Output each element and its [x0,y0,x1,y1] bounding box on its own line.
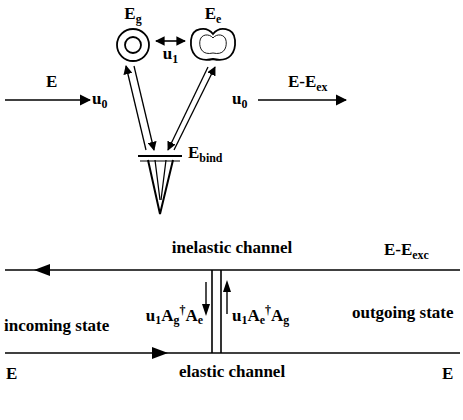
text-run: bind [199,151,222,165]
arrowhead [223,280,231,292]
diagram-label: u0 [232,89,247,114]
coupling-line [220,270,222,353]
text-run: u [146,306,155,325]
coupling-label: u1 [163,44,178,69]
diagram-label: Ebind [188,143,223,168]
text-run: † [179,303,185,317]
text-run: 1 [172,52,178,66]
coupling-arrow [168,67,208,150]
incoming-beam [5,99,90,101]
diagram-label: u1Ag†Ae [146,300,203,330]
text-run: e [216,12,221,26]
state-label: Eg [111,4,155,29]
text-run: A [271,306,283,325]
diagram-label: E-Eex [288,72,328,97]
arrowhead [152,347,168,359]
coupling-arrow [174,67,215,150]
text-run: A [247,306,259,325]
binding-level [140,161,180,162]
text-run: u [232,89,241,108]
state-label: Ee [186,4,240,29]
orbital-shape [111,26,155,66]
diagram-label: inelastic channel [172,238,292,258]
text-run: † [265,303,271,317]
text-run: E [205,4,216,23]
text-run: 0 [101,97,107,111]
binding-level [138,155,182,157]
tip [148,160,173,214]
text-run: u [92,89,101,108]
text-run: e [260,313,265,327]
outgoing-beam [258,99,346,101]
orbital-shape [186,26,240,66]
orbital-outline [200,35,227,54]
diagram-label: E [6,364,17,384]
orbital-outline [125,37,141,53]
text-run: g [174,313,180,327]
text-run: A [185,306,197,325]
coupling-arrow [126,66,146,150]
tip [155,160,160,200]
diagram-label: elastic channel [179,362,285,382]
text-run: E [124,4,135,23]
text-run: 1 [241,313,247,327]
text-run: 1 [155,313,161,327]
coupling-arrow [156,40,185,42]
text-run: g [136,12,142,26]
diagram-label: incoming state [4,316,109,336]
inelastic-line [5,269,460,271]
coupling-line [211,270,213,353]
text-run: E-E [288,72,316,91]
text-run: g [283,313,289,327]
text-run: 0 [241,97,247,111]
diagram-label: E [46,72,57,92]
orbital-outline [117,29,149,61]
diagram-label: u1Ae†Ag [232,300,289,330]
text-run: e [198,313,203,327]
tip [161,160,166,200]
text-run: E-E [384,240,412,259]
diagram-label: E [442,364,453,384]
text-run: u [232,306,241,325]
elastic-line [5,352,460,354]
text-run: A [161,306,173,325]
diagram-label: outgoing state [352,303,454,323]
text-run: ex [316,80,327,94]
coupling-arrow [134,66,154,150]
text-run: exc [412,248,429,262]
ground-state-orbital: Eg [111,4,155,66]
diagram-label: u0 [92,89,107,114]
arrowhead [202,304,210,316]
text-run: u [163,44,172,63]
orbital-outline [191,29,235,60]
diagram-label: E-Eexc [384,240,429,265]
excited-state-orbital: Ee [186,4,240,66]
text-run: E [188,143,199,162]
arrowhead [34,264,50,276]
